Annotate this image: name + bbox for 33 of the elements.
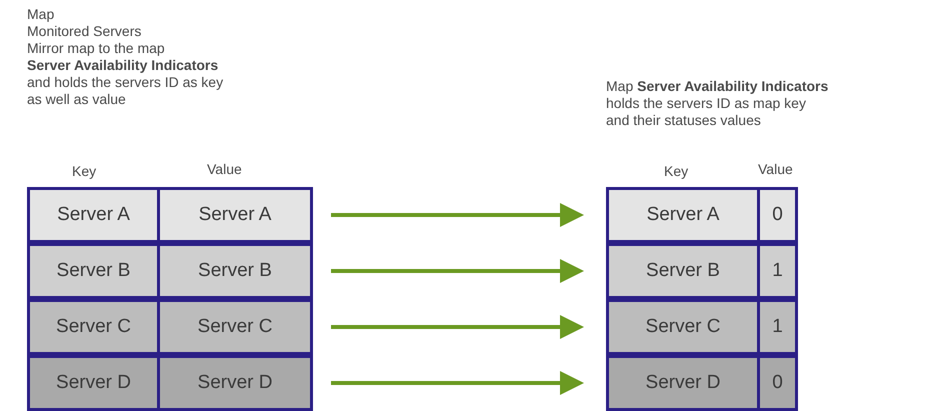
table-cell: 1	[757, 243, 798, 299]
text-label: Value	[207, 161, 242, 178]
text-label: Key	[664, 163, 688, 180]
text-label: and holds the servers ID as key	[27, 74, 224, 91]
text-label: Mirror map to the map	[27, 40, 165, 57]
table-cell: Server B	[157, 243, 313, 299]
text-label: Server Availability Indicators	[27, 57, 218, 74]
text-label: Value	[758, 161, 793, 178]
table-cell: Server C	[606, 299, 760, 355]
table-cell: 1	[757, 299, 798, 355]
table-cell: Server C	[157, 299, 313, 355]
arrow	[331, 371, 584, 395]
table-cell: Server A	[27, 187, 160, 243]
table-cell: Server C	[27, 299, 160, 355]
text-label: Map	[27, 6, 54, 23]
table-cell: 0	[757, 187, 798, 243]
text-label: and their statuses values	[606, 112, 761, 129]
table-cell: Server D	[157, 355, 313, 411]
table-cell: 0	[757, 355, 798, 411]
text-label: Monitored Servers	[27, 23, 142, 40]
table-cell: Server D	[27, 355, 160, 411]
table-cell: Server B	[606, 243, 760, 299]
table-cell: Server A	[606, 187, 760, 243]
text-label: Key	[72, 163, 96, 180]
text-label: Map Server Availability Indicators	[606, 78, 828, 95]
table-cell: Server D	[606, 355, 760, 411]
text-label: holds the servers ID as map key	[606, 95, 806, 112]
arrow	[331, 203, 584, 227]
table-cell: Server B	[27, 243, 160, 299]
text-label: as well as value	[27, 91, 126, 108]
table-cell: Server A	[157, 187, 313, 243]
arrow	[331, 259, 584, 283]
arrow	[331, 315, 584, 339]
